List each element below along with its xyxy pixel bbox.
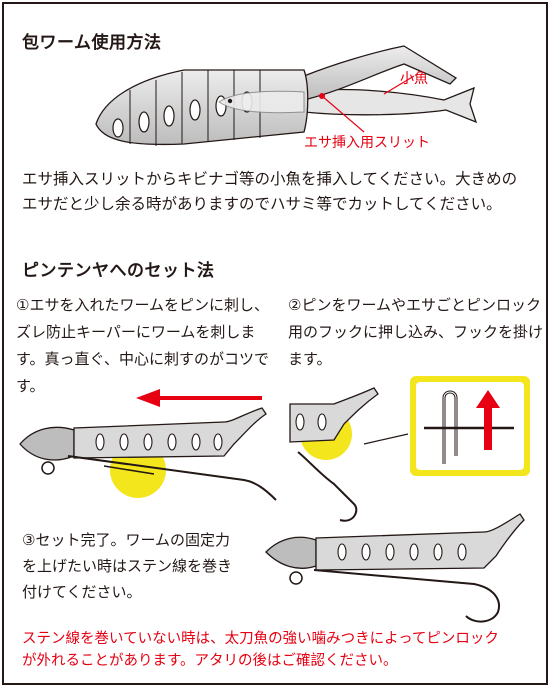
step2-line: ます。 [288,350,332,368]
step2-line: ②ピンをワームやエサごとピンロック [288,296,541,314]
label-slit: エサ挿入用スリット [304,135,430,151]
usage-line: エサだと少し余る時がありますのでハサミ等でカットしてください。 [22,195,502,213]
push-arrow-icon [136,389,160,407]
step1-line: ズレ防止キーパーにワームを刺しま [16,323,256,341]
section-title-setup: ピンテンヤへのセット法 [22,261,215,281]
warning-line: ステン線を巻いていない時は、太刀魚の強い噛みつきによってピンロック [22,631,499,647]
step1-line: す。真っ直ぐ、中心に刺すのがコツです。 [16,350,270,395]
step3-text: ③セット完了。ワームの固定力 を上げたい時はステン線を巻き 付けてください。 [22,527,262,605]
warning-line: が外れることがあります。アタリの後はご確認ください。 [22,653,398,669]
step1-illustration [19,376,530,623]
worm-tail [303,45,458,101]
step3-line: ③セット完了。ワームの固定力 [22,531,230,549]
section-title-usage: 包ワーム使用方法 [22,33,162,53]
step2-text: ②ピンをワームやエサごとピンロック 用のフックに押し込み、フックを掛け ます。 [288,292,550,373]
up-arrow-icon [476,390,500,408]
label-fish: 小魚 [400,71,428,87]
jig-head [19,426,75,461]
step2-line: 用のフックに押し込み、フックを掛け [288,323,544,341]
step3-line: を上げたい時はステン線を巻き [22,557,233,575]
usage-line: エサ挿入スリットからキビナゴ等の小魚を挿入してください。大きめの [22,170,518,188]
step1-text: ①エサを入れたワームをピンに刺し、 ズレ防止キーパーにワームを刺しま す。真っ直… [16,292,284,400]
usage-body: エサ挿入スリットからキビナゴ等の小魚を挿入してください。大きめの エサだと少し余… [22,167,542,217]
step1-line: ①エサを入れたワームをピンに刺し、 [16,296,269,314]
warning-note: ステン線を巻いていない時は、太刀魚の強い噛みつきによってピンロック が外れること… [22,628,542,672]
fish-head-inside [218,90,305,114]
step3-line: 付けてください。 [22,583,142,601]
worm-with-fish-illustration [95,45,478,146]
